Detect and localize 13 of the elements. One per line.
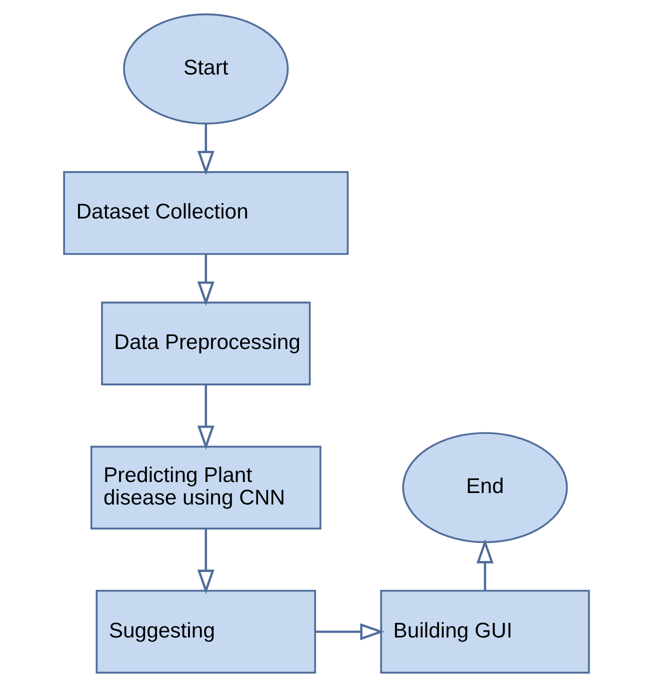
- arrow: [476, 539, 494, 590]
- node-box: Building GUI: [380, 590, 590, 674]
- node-ellipse: End: [402, 432, 568, 544]
- node-ellipse: Start: [123, 13, 289, 124]
- arrow: [315, 623, 384, 640]
- node-box: Dataset Collection: [63, 171, 349, 255]
- arrow: [197, 254, 214, 306]
- arrow: [197, 124, 214, 176]
- node-box: Data Preprocessing: [101, 302, 311, 386]
- node-box: Predicting Plant disease using CNN: [90, 446, 322, 530]
- arrow: [197, 385, 214, 450]
- arrow: [197, 529, 214, 594]
- node-box: Suggesting: [96, 590, 316, 674]
